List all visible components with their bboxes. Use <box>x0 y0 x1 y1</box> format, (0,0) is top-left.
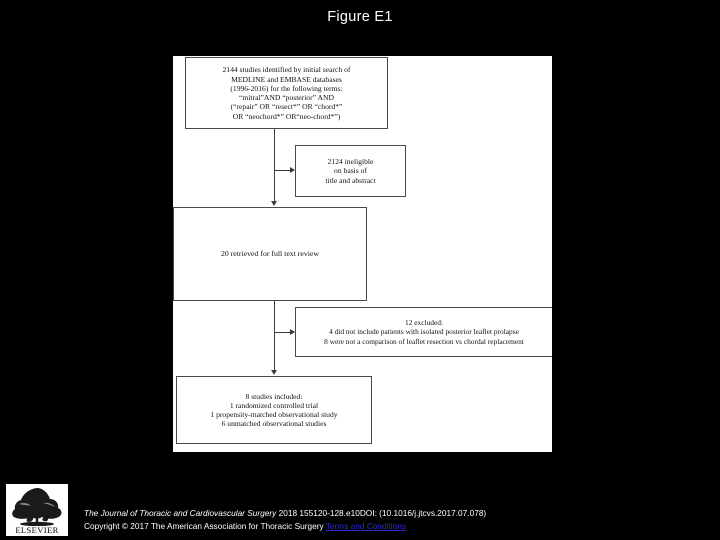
arrowhead-right-icon <box>290 329 295 335</box>
footer: The Journal of Thoracic and Cardiovascul… <box>84 507 704 532</box>
connector-identified-to-retrieved <box>274 129 275 203</box>
footer-citation-row: The Journal of Thoracic and Cardiovascul… <box>84 507 704 519</box>
flow-box-included: 8 studies included: 1 randomized control… <box>176 376 372 444</box>
elsevier-tree-icon <box>7 485 67 526</box>
flow-box-ineligible-line-1: 2124 ineligible <box>327 157 374 167</box>
flow-box-identified-line-6: OR “neochord*” OR“neo-chord*”) <box>232 111 341 121</box>
journal-title: The Journal of Thoracic and Cardiovascul… <box>84 508 277 519</box>
copyright-text: Copyright © 2017 The American Associatio… <box>84 520 326 531</box>
connector-retrieved-to-included <box>274 301 275 373</box>
flow-box-included-line-1: 8 studies included: <box>245 391 303 401</box>
flow-box-included-line-3: 1 propensity-matched observational study <box>210 410 338 419</box>
flow-box-ineligible-line-3: title and abstract <box>325 175 376 185</box>
footer-copyright-row: Copyright © 2017 The American Associatio… <box>84 520 704 532</box>
flow-box-identified-line-1: 2144 studies identified by initial searc… <box>222 65 351 75</box>
connector-branch-to-ineligible <box>274 170 294 171</box>
flow-box-retrieved-line-1: 20 retrieved for full text review <box>220 249 320 259</box>
flow-box-excluded: 12 excluded: 4 did not include patients … <box>295 307 552 357</box>
elsevier-logo: ELSEVIER <box>6 484 68 536</box>
arrowhead-right-icon <box>290 167 295 173</box>
flow-box-ineligible-line-2: on basis of <box>334 166 367 176</box>
connector-branch-to-excluded <box>274 332 294 333</box>
terms-and-conditions-link[interactable]: Terms and Conditions <box>325 520 407 531</box>
figure-canvas: 2144 studies identified by initial searc… <box>173 56 552 452</box>
arrowhead-down-icon <box>271 201 277 206</box>
flow-box-identified-line-4: “mitral”AND “posterior” AND <box>239 93 334 102</box>
citation-detail: 2018 155120-128.e10DOI: (10.1016/j.jtcvs… <box>276 508 487 519</box>
flow-box-excluded-line-2: 4 did not include patients with isolated… <box>329 327 519 337</box>
elsevier-wordmark: ELSEVIER <box>15 524 59 535</box>
page-title: Figure E1 <box>327 9 393 25</box>
flow-box-identified-line-2: MEDLINE and EMBASE databases <box>231 74 342 84</box>
flow-box-retrieved: 20 retrieved for full text review <box>173 207 367 301</box>
flow-box-included-line-4: 6 unmatched observational studies <box>221 419 327 429</box>
flow-box-excluded-line-3: 8 were not a comparison of leaflet resec… <box>324 336 524 346</box>
flow-box-identified: 2144 studies identified by initial searc… <box>185 57 388 129</box>
flow-box-identified-line-3: (1996-2016) for the following terms: <box>230 83 343 93</box>
flow-box-identified-line-5: (“repair” OR “resect*” OR “chord*” <box>230 102 343 112</box>
arrowhead-down-icon <box>271 370 277 375</box>
flow-box-ineligible: 2124 ineligible on basis of title and ab… <box>295 145 406 197</box>
flow-box-included-line-2: 1 randomized controlled trial <box>229 400 319 410</box>
flow-box-excluded-line-1: 12 excluded: <box>405 318 443 328</box>
